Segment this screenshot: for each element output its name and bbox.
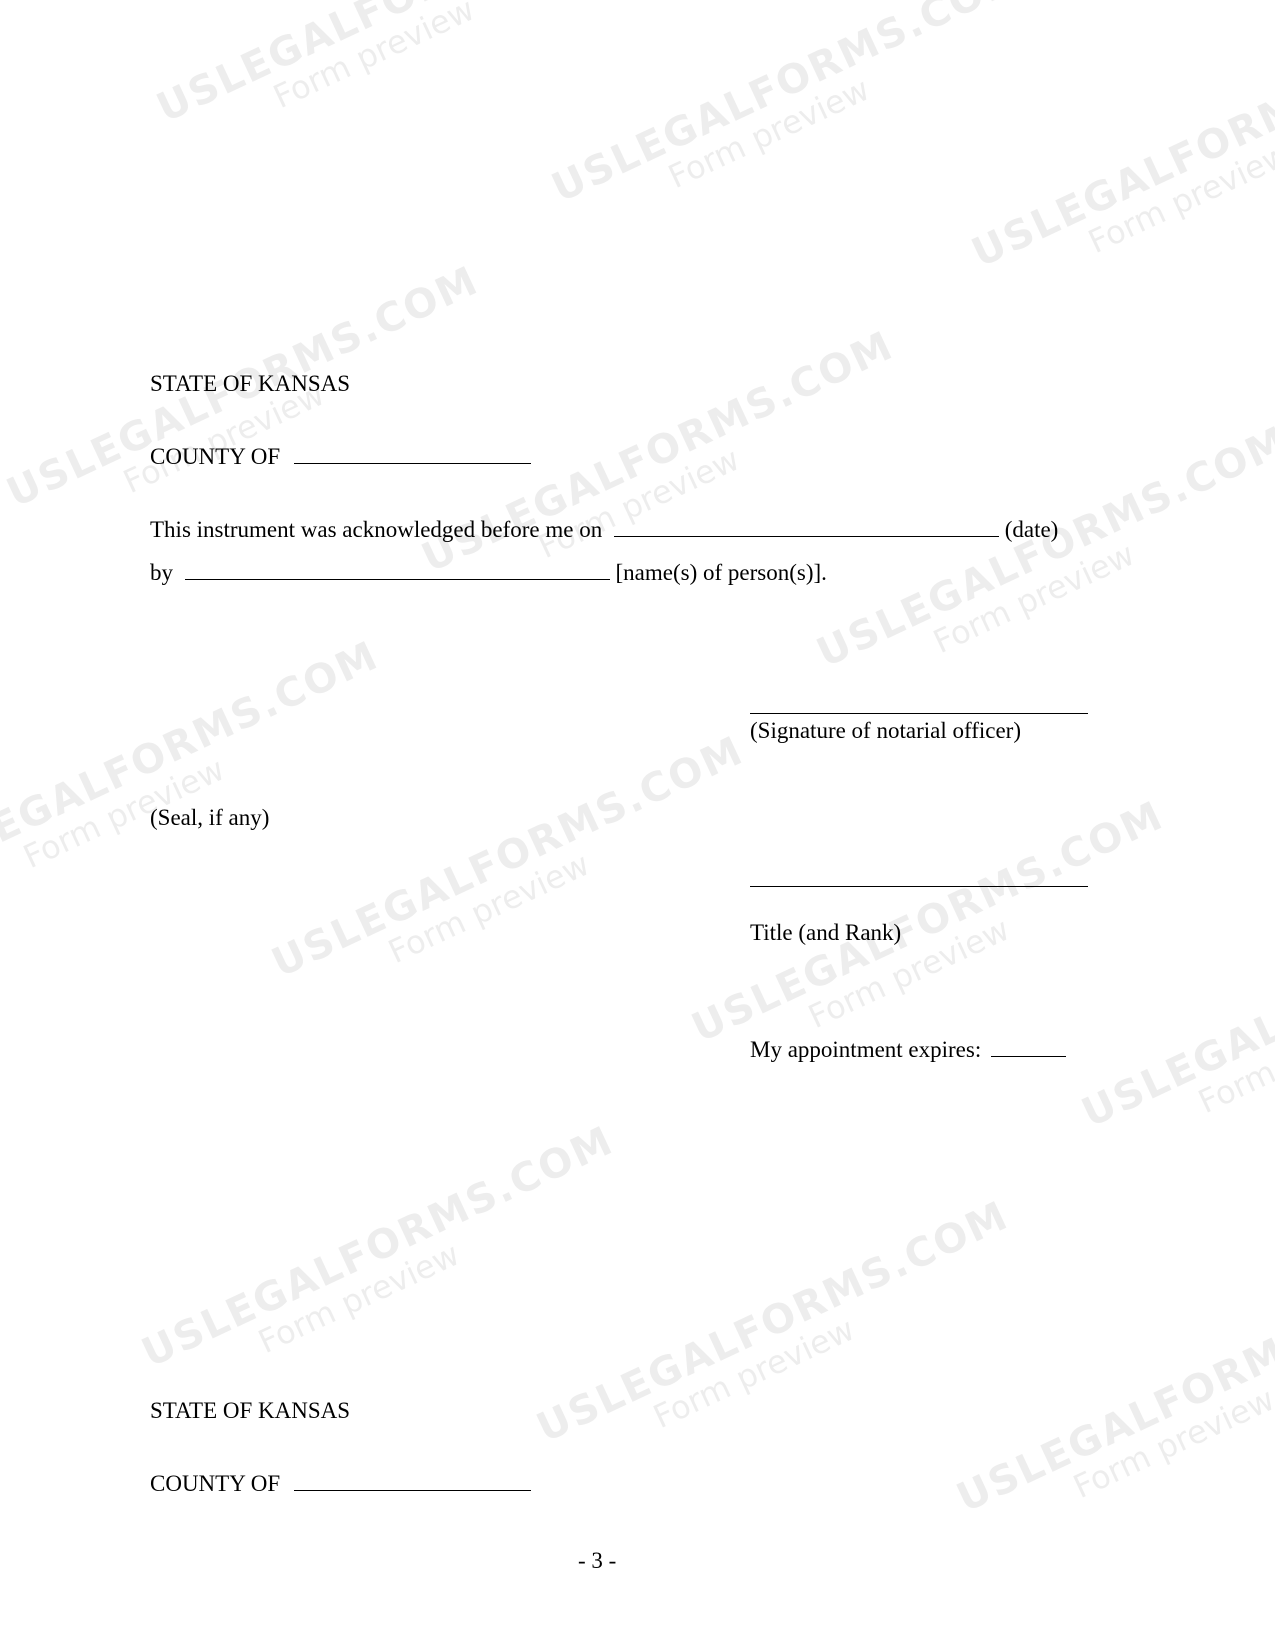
signature-label: (Signature of notarial officer) [750,718,1021,743]
title-line[interactable] [750,886,1088,887]
date-blank[interactable] [613,518,999,537]
county-line: COUNTY OF [150,445,531,468]
appointment-line: My appointment expires: [750,1038,1066,1061]
names-blank[interactable] [184,561,610,580]
county-blank-2[interactable] [293,1472,531,1491]
county-label-2: COUNTY OF [150,1471,281,1496]
state-heading-2: STATE OF KANSAS [150,1398,351,1423]
acknowledgment-line-1: This instrument was acknowledged before … [150,518,1058,541]
names-label: [name(s) of person(s)]. [615,560,827,585]
by-label: by [150,560,173,585]
county-blank[interactable] [293,445,531,464]
date-label: (date) [1004,517,1059,542]
page-number: - 3 - [578,1548,617,1573]
county-line-2: COUNTY OF [150,1472,531,1495]
title-label: Title (and Rank) [750,920,902,945]
acknowledgment-line-2: by [name(s) of person(s)]. [150,561,827,584]
appointment-label: My appointment expires: [750,1037,982,1062]
ack-text: This instrument was acknowledged before … [150,517,603,542]
signature-line[interactable] [750,713,1088,714]
appointment-blank[interactable] [991,1038,1066,1057]
state-heading: STATE OF KANSAS [150,371,351,396]
county-label: COUNTY OF [150,444,281,469]
seal-label: (Seal, if any) [150,805,270,830]
